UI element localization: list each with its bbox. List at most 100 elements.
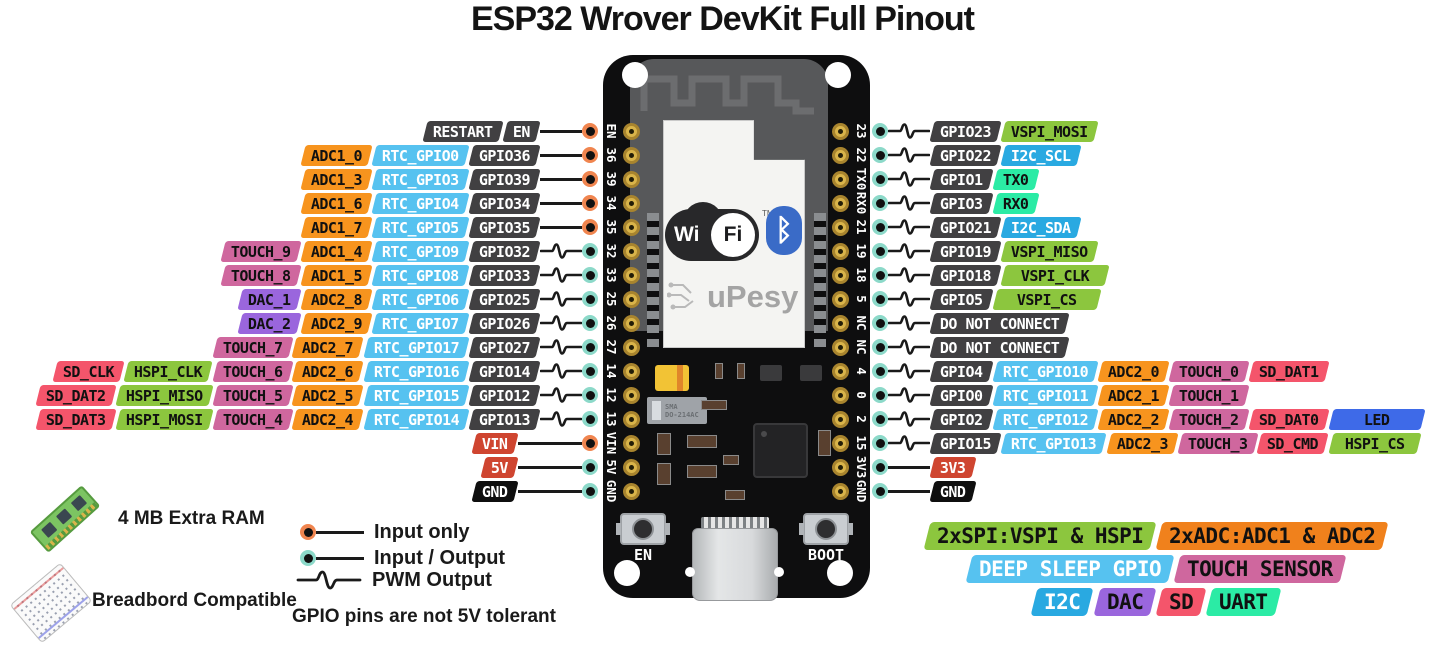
pwm-wave-icon — [540, 291, 582, 307]
pin-badge-label: 2xADC:ADC1 & ADC2 — [1169, 524, 1376, 548]
pin-badge: VSPI_CLK — [1000, 264, 1110, 286]
pin-badge: GND — [929, 480, 977, 502]
pin-badge-label: GPIO19 — [940, 242, 992, 260]
pin-badge-label: GPIO32 — [478, 242, 530, 260]
passive-component — [737, 363, 745, 379]
pwm-wave-icon — [888, 267, 930, 283]
module-pads-right — [814, 213, 826, 353]
pin-badge: GPIO26 — [468, 312, 541, 334]
pin-wire — [888, 465, 930, 469]
pin-badge: TOUCH_9 — [220, 240, 302, 262]
passive-component — [657, 463, 671, 485]
pwm-wave-icon — [540, 315, 582, 331]
pin-badge-label: DAC_2 — [248, 314, 291, 332]
pin-badge-label: SD_CLK — [63, 362, 115, 380]
pin-badge-label: SD_DAT3 — [46, 410, 106, 428]
pin-badge-label: 3V3 — [940, 458, 966, 476]
pin-badge: RTC_GPIO10 — [992, 360, 1099, 382]
pin-badge: DAC — [1093, 588, 1157, 616]
input-output-pin-dot — [582, 387, 598, 403]
board-pad — [831, 194, 849, 212]
pwm-wave-icon — [540, 243, 582, 259]
pin-badge: ADC2_0 — [1097, 360, 1170, 382]
wifi-logo-fi: Fi — [711, 213, 755, 257]
pin-badge-label: GPIO13 — [478, 410, 530, 428]
pin-badge: TOUCH_4 — [211, 408, 293, 430]
pin-badge: SD_CLK — [52, 360, 125, 382]
input-only-pin-dot — [582, 147, 598, 163]
input-output-pin-dot — [872, 483, 888, 499]
pin-badge-label: GPIO1 — [940, 170, 983, 188]
capacitor-component — [655, 365, 689, 391]
pin-badge-label: LED — [1363, 410, 1390, 428]
pin-badge: GPIO19 — [929, 240, 1002, 262]
pin-badge-label: GPIO4 — [940, 362, 983, 380]
board-pad — [831, 386, 849, 404]
pin-badge: ADC2_2 — [1097, 408, 1170, 430]
pin-badge-label: GPIO34 — [478, 194, 530, 212]
pin-badge: EN — [502, 120, 541, 142]
pin-badge: TOUCH_6 — [211, 360, 293, 382]
pin-row: DO NOT CONNECT — [872, 312, 1071, 334]
pin-badge-label: HSPI_CS — [1344, 434, 1405, 452]
pin-badge-label: ADC2_5 — [302, 386, 354, 404]
pin-badge-label: ADC2_9 — [310, 314, 363, 332]
pin-badge-label: TOUCH SENSOR — [1187, 557, 1333, 581]
passive-component — [818, 430, 831, 456]
pin-badge: RTC_GPIO7 — [371, 312, 470, 334]
pin-badge-label: GPIO33 — [478, 266, 530, 284]
en-button-cap — [632, 518, 654, 540]
pin-badge-label: SD_DAT2 — [46, 386, 106, 404]
ram-note: 4 MB Extra RAM — [118, 508, 265, 529]
pwm-wave-icon — [540, 339, 582, 355]
pin-badge: GPIO15 — [929, 432, 1002, 454]
pin-badge-label: DAC_1 — [248, 290, 291, 308]
pin-badge-label: GPIO25 — [478, 290, 530, 308]
pin-badge-label: I2C — [1044, 590, 1081, 614]
input-output-pin-dot — [872, 267, 888, 283]
board-pad — [622, 386, 640, 404]
pin-badge: RTC_GPIO13 — [1000, 432, 1108, 454]
pin-badge: RX0 — [992, 192, 1039, 214]
input-output-pin-dot — [872, 171, 888, 187]
pin-badge: RTC_GPIO0 — [371, 144, 470, 166]
pin-badge-label: GPIO26 — [478, 314, 530, 332]
board-pad — [622, 218, 640, 236]
pin-badge-label: GPIO3 — [940, 194, 983, 212]
input-output-pin-dot — [872, 315, 888, 331]
input-output-pin-dot — [872, 243, 888, 259]
pin-badge: RTC_GPIO4 — [371, 192, 470, 214]
pin-badge: VSPI_MISO — [1000, 240, 1099, 262]
board-pad — [831, 146, 849, 164]
legend-pwm: PWM Output — [296, 569, 492, 591]
input-only-label: Input only — [374, 520, 470, 543]
passive-component — [701, 400, 727, 410]
pin-badge-label: GPIO23 — [940, 122, 992, 140]
legend-wire — [316, 530, 364, 534]
pin-badge-label: I2C_SCL — [1011, 146, 1071, 164]
input-output-pin-dot — [872, 339, 888, 355]
boot-button-cap — [815, 518, 837, 540]
pin-badge: RTC_GPIO14 — [362, 408, 470, 430]
board-pad — [622, 194, 640, 212]
board-pad — [622, 410, 640, 428]
pin-badge: TX0 — [992, 168, 1039, 190]
board-pin-number: GND — [604, 479, 619, 503]
pin-badge-label: SD_CMD — [1267, 434, 1319, 452]
pin-row: GND — [872, 480, 977, 502]
pin-badge: ADC1_4 — [300, 240, 373, 262]
pin-badge-label: RTC_GPIO13 — [1011, 434, 1097, 452]
pin-badge-label: SD_DAT0 — [1258, 410, 1319, 428]
pwm-wave-icon — [888, 123, 930, 139]
pin-badge: RTC_GPIO11 — [992, 384, 1099, 406]
pin-badge-label: GPIO36 — [478, 146, 530, 164]
